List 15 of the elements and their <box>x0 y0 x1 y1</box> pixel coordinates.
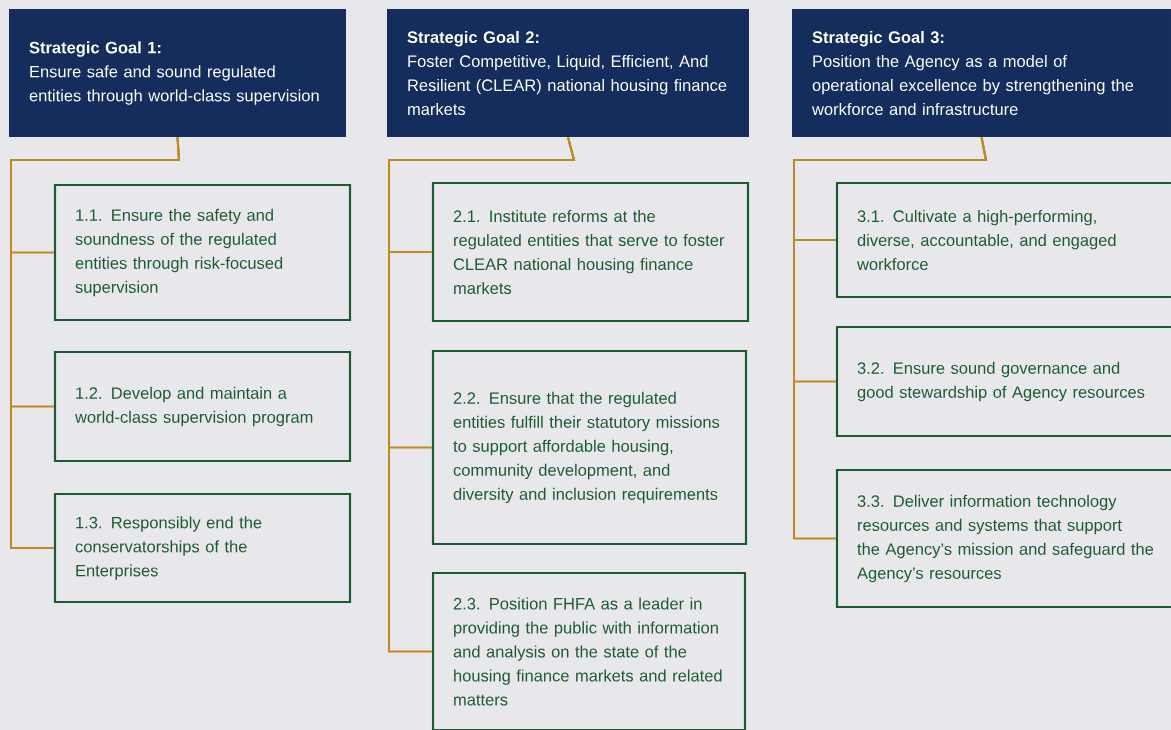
objective-box: 3.1. Cultivate a high-performing, diverse, accountable, and engaged workforce <box>835 181 1171 299</box>
goal-box: Strategic Goal 2: Foster Competitive, Liquid, Efficient, And Resilient (CLEAR) national housing finance markets <box>387 9 749 137</box>
objective-box: 3.3. Deliver information technology resources and systems that support the Agency’s mission and safeguard the Agency’s resources <box>835 468 1171 609</box>
objective-box: 1.2. Develop and maintain a world-class supervision program <box>53 350 352 463</box>
objective-box: 2.1. Institute reforms at the regulated entities that serve to foster CLEAR national housing finance markets <box>431 181 750 323</box>
goal-box: Strategic Goal 1: Ensure safe and sound regulated entities through world-class supervision <box>9 9 346 137</box>
connector-line <box>793 136 988 540</box>
objective-box: 1.1. Ensure the safety and soundness of the regulated entities through risk-focused supervision <box>53 183 352 322</box>
connector-line <box>388 136 576 653</box>
goal-box: Strategic Goal 3: Position the Agency as a model of operational excellence by strengthening the workforce and infrastructure <box>792 9 1171 137</box>
connector-line <box>10 136 181 549</box>
objective-box: 3.2. Ensure sound governance and good stewardship of Agency resources <box>835 325 1171 438</box>
objective-box: 2.3. Position FHFA as a leader in providing the public with information and analysis on the state of the housing finance markets and related matters <box>431 571 747 730</box>
objective-box: 2.2. Ensure that the regulated entities fulfill their statutory missions to support affordable housing, community development, and diversity and inclusion requirements <box>431 349 748 546</box>
objective-box: 1.3. Responsibly end the conservatorships of the Enterprises <box>53 492 352 604</box>
